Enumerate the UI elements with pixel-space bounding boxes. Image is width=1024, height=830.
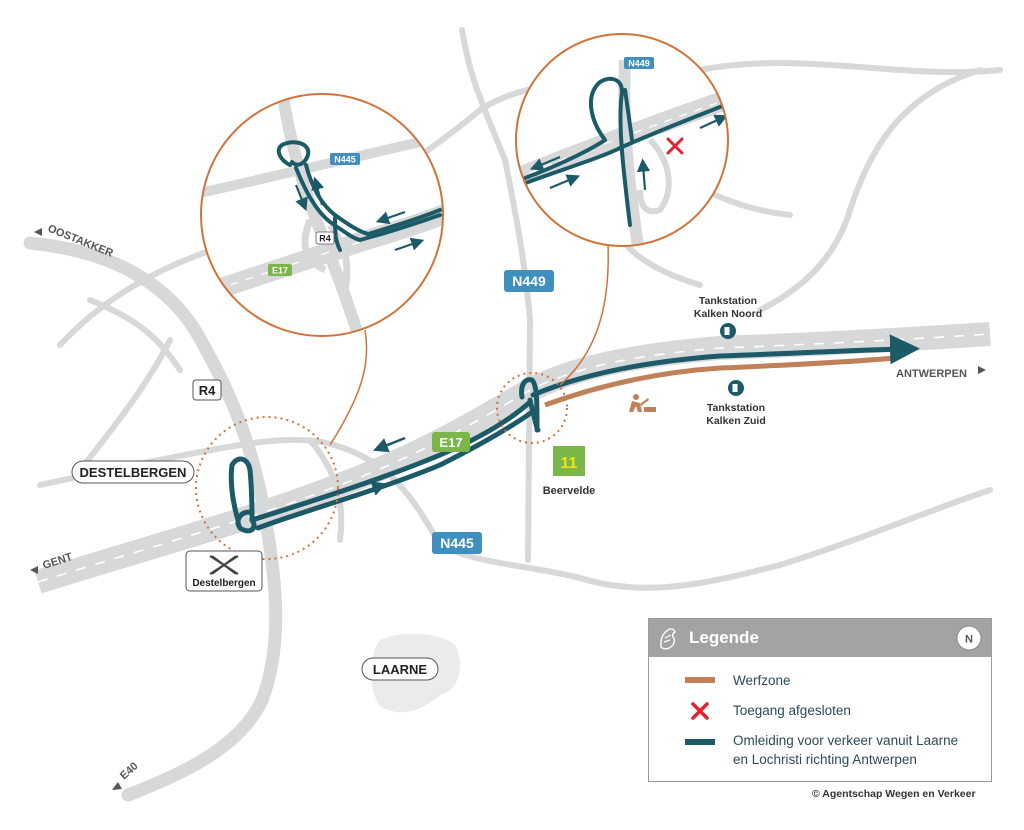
svg-text:Tankstation: Tankstation xyxy=(707,402,765,414)
place-laarne: LAARNE xyxy=(373,662,427,677)
svg-text:R4: R4 xyxy=(319,234,331,244)
legend-label-detour-2: en Lochristi richting Antwerpen xyxy=(733,752,917,767)
sign-n445-label: N445 xyxy=(440,535,474,551)
inset-left-sign-r4: R4 xyxy=(315,231,335,245)
closed-interchange-icon xyxy=(209,555,239,575)
legend-header: Legende N xyxy=(649,619,991,657)
exit-number: 11 xyxy=(561,455,578,472)
inset-left-sign-n445: N445 xyxy=(330,153,360,165)
inset-connector-left xyxy=(329,329,368,446)
legend-swatch-worksite xyxy=(685,677,715,683)
place-destelbergen: DESTELBERGEN xyxy=(80,465,187,480)
sign-r4-label: R4 xyxy=(199,383,216,398)
legend-swatch-detour xyxy=(685,739,715,745)
sign-n449-label: N449 xyxy=(512,273,546,289)
detour-route xyxy=(228,334,920,534)
svg-text:E40: E40 xyxy=(118,760,141,782)
direction-arrows xyxy=(354,436,406,497)
exit-number-sign: 11 xyxy=(553,446,585,476)
sign-n445: N445 xyxy=(432,532,482,554)
closed-exit-label: Destelbergen xyxy=(192,578,255,589)
north-compass-icon: N xyxy=(956,625,982,651)
inset-left xyxy=(200,93,444,337)
legend-label-worksite: Werfzone xyxy=(733,673,791,688)
closed-access-icon xyxy=(666,137,684,155)
svg-text:E17: E17 xyxy=(272,266,288,276)
svg-text:N445: N445 xyxy=(334,155,356,165)
svg-text:Kalken Noord: Kalken Noord xyxy=(694,308,762,320)
zoom-area-destelbergen xyxy=(195,416,339,560)
sign-r4: R4 xyxy=(192,379,222,401)
inset-left-sign-e17: E17 xyxy=(268,264,292,276)
legend-label-closed: Toegang afgesloten xyxy=(733,703,851,718)
sign-e17: E17 xyxy=(432,432,470,452)
closed-exit-sign: Destelbergen xyxy=(185,550,263,592)
worksite-zone xyxy=(544,355,896,408)
place-beervelde: Beervelde xyxy=(543,485,596,497)
legend: Legende N Werfzone Toegang afgesloten Om… xyxy=(648,618,992,782)
svg-text:N449: N449 xyxy=(628,59,650,69)
svg-text:ANTWERPEN: ANTWERPEN xyxy=(896,368,967,380)
e17-motorway xyxy=(34,322,991,594)
legend-label-detour-1: Omleiding voor verkeer vanuit Laarne xyxy=(733,733,959,748)
zoom-area-beervelde xyxy=(496,372,568,444)
sign-n449: N449 xyxy=(504,270,554,292)
flemish-lion-icon xyxy=(660,628,676,650)
direction-antwerpen: ANTWERPEN xyxy=(896,366,986,380)
inset-right-sign-n449: N449 xyxy=(624,57,654,69)
fuel-station-north: Tankstation Kalken Noord xyxy=(694,295,762,339)
svg-text:Kalken Zuid: Kalken Zuid xyxy=(706,415,766,427)
fuel-station-south: Tankstation Kalken Zuid xyxy=(706,380,766,427)
svg-text:Tankstation: Tankstation xyxy=(699,295,757,307)
roadwork-worker-icon xyxy=(629,394,656,412)
inset-right xyxy=(515,33,729,247)
r4-road xyxy=(23,236,283,802)
inset-connector-right xyxy=(559,243,609,386)
legend-title: Legende xyxy=(689,628,759,647)
legend-closed-icon xyxy=(691,702,709,720)
copyright: © Agentschap Wegen en Verkeer xyxy=(812,788,976,800)
svg-text:N: N xyxy=(965,634,973,646)
place-laarne-box: LAARNE xyxy=(361,657,439,681)
sign-e17-label: E17 xyxy=(439,435,462,450)
place-destelbergen-box: DESTELBERGEN xyxy=(71,460,195,484)
